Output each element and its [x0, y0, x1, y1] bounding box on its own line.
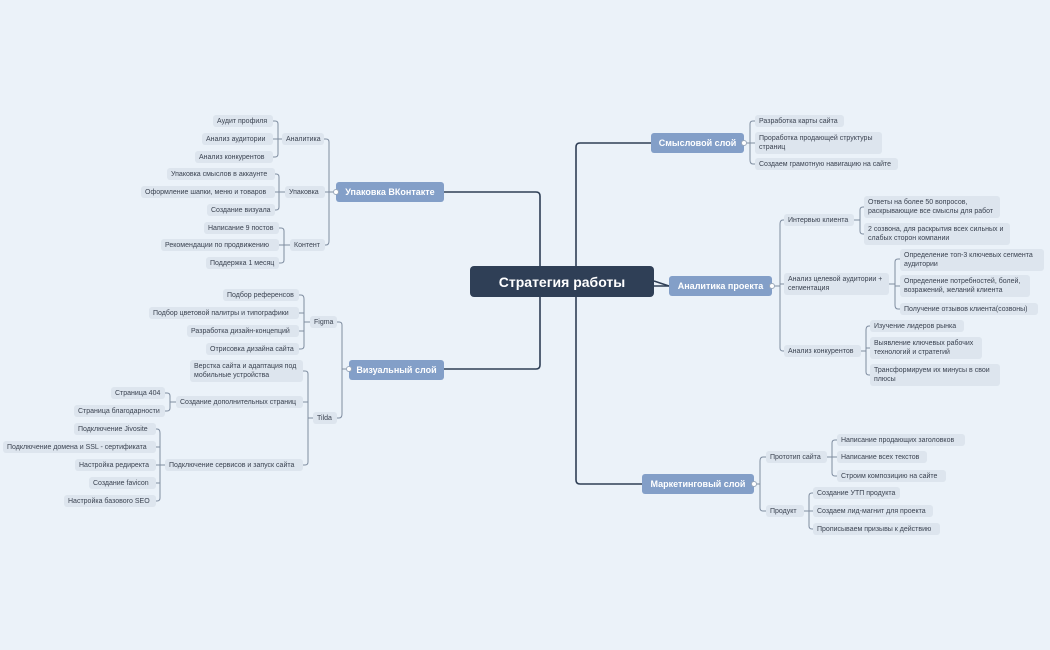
figma-topic[interactable]: Figma: [310, 316, 337, 328]
figma-item[interactable]: Подбор референсов: [223, 289, 299, 301]
vk-analytics-item[interactable]: Анализ аудитории: [202, 133, 273, 145]
competitors-item[interactable]: Изучение лидеров рынка: [870, 320, 964, 332]
competitors-item[interactable]: Трансформируем их минусы в свои плюсы: [870, 364, 1000, 386]
connector-dot: [741, 140, 747, 146]
competitors-topic[interactable]: Анализ конкурентов: [784, 345, 861, 357]
branch-project-analytics[interactable]: Аналитика проекта: [669, 276, 772, 296]
vk-analytics-item[interactable]: Анализ конкурентов: [195, 151, 273, 163]
product-topic[interactable]: Продукт: [766, 505, 804, 517]
vk-content-item[interactable]: Написание 9 постов: [204, 222, 279, 234]
vk-packaging-item[interactable]: Упаковка смыслов в аккаунте: [167, 168, 275, 180]
branch-semantic-layer[interactable]: Смысловой слой: [651, 133, 744, 153]
audience-topic[interactable]: Анализ целевой аудитории + сегментация: [784, 273, 889, 295]
services-item[interactable]: Подключение домена и SSL - сертификата: [3, 441, 156, 453]
branch-marketing-layer[interactable]: Маркетинговый слой: [642, 474, 754, 494]
extra-pages-item[interactable]: Страница 404: [111, 387, 165, 399]
services-item[interactable]: Настройка базового SEO: [64, 495, 156, 507]
product-item[interactable]: Прописываем призывы к действию: [813, 523, 940, 535]
semantic-item[interactable]: Разработка карты сайта: [755, 115, 844, 127]
vk-packaging-topic[interactable]: Упаковка: [285, 186, 325, 198]
services-item[interactable]: Подключение Jivosite: [74, 423, 156, 435]
connector-dot: [769, 283, 775, 289]
product-item[interactable]: Создание УТП продукта: [813, 487, 900, 499]
vk-content-item[interactable]: Рекомендации по продвижению: [161, 239, 279, 251]
semantic-item[interactable]: Создаем грамотную навигацию на сайте: [755, 158, 898, 170]
figma-item[interactable]: Разработка дизайн-концепций: [187, 325, 299, 337]
branch-vk-packaging[interactable]: Упаковка ВКонтакте: [336, 182, 444, 202]
prototype-item[interactable]: Строим композицию на сайте: [837, 470, 946, 482]
prototype-item[interactable]: Написание всех текстов: [837, 451, 927, 463]
audience-item[interactable]: Определение топ-3 ключевых сегмента ауди…: [900, 249, 1044, 271]
branch-label: Маркетинговый слой: [650, 479, 746, 489]
vk-content-item[interactable]: Поддержка 1 месяц: [206, 257, 279, 269]
figma-item[interactable]: Подбор цветовой палитры и типографики: [149, 307, 299, 319]
audience-item[interactable]: Определение потребностей, болей, возраже…: [900, 275, 1030, 297]
connector-dot: [751, 481, 757, 487]
competitors-item[interactable]: Выявление ключевых рабочих технологий и …: [870, 337, 982, 359]
extra-pages-topic[interactable]: Создание дополнительных страниц: [176, 396, 303, 408]
figma-item[interactable]: Отрисовка дизайна сайта: [206, 343, 299, 355]
services-topic[interactable]: Подключение сервисов и запуск сайта: [165, 459, 303, 471]
vk-analytics-topic[interactable]: Аналитика: [282, 133, 324, 145]
audience-item[interactable]: Получение отзывов клиента(созвоны): [900, 303, 1038, 315]
branch-label: Визуальный слой: [356, 365, 437, 375]
connector-dot: [346, 366, 352, 372]
prototype-item[interactable]: Написание продающих заголовков: [837, 434, 965, 446]
branch-label: Смысловой слой: [658, 138, 737, 148]
extra-pages-item[interactable]: Страница благодарности: [74, 405, 165, 417]
vk-content-topic[interactable]: Контент: [290, 239, 325, 251]
services-item[interactable]: Настройка редиректа: [75, 459, 156, 471]
interview-item[interactable]: Ответы на более 50 вопросов, раскрывающи…: [864, 196, 1000, 218]
services-item[interactable]: Создание favicon: [89, 477, 156, 489]
vk-packaging-item[interactable]: Оформление шапки, меню и товаров: [141, 186, 275, 198]
tilda-adaptive-item[interactable]: Верстка сайта и адаптация под мобильные …: [190, 360, 303, 382]
prototype-topic[interactable]: Прототип сайта: [766, 451, 827, 463]
semantic-item[interactable]: Проработка продающей структуры страниц: [755, 132, 882, 154]
product-item[interactable]: Создаем лид-магнит для проекта: [813, 505, 933, 517]
branch-label: Упаковка ВКонтакте: [345, 187, 435, 197]
vk-packaging-item[interactable]: Создание визуала: [207, 204, 275, 216]
root-topic-label: Стратегия работы: [498, 273, 626, 290]
root-topic[interactable]: Стратегия работы: [470, 266, 654, 297]
interview-item[interactable]: 2 созвона, для раскрытия всех сильных и …: [864, 223, 1010, 245]
interview-topic[interactable]: Интервью клиента: [784, 214, 854, 226]
connector-dot: [333, 189, 339, 195]
branch-label: Аналитика проекта: [677, 281, 764, 291]
branch-visual-layer[interactable]: Визуальный слой: [349, 360, 444, 380]
tilda-topic[interactable]: Tilda: [313, 412, 337, 424]
vk-analytics-item[interactable]: Аудит профиля: [213, 115, 273, 127]
